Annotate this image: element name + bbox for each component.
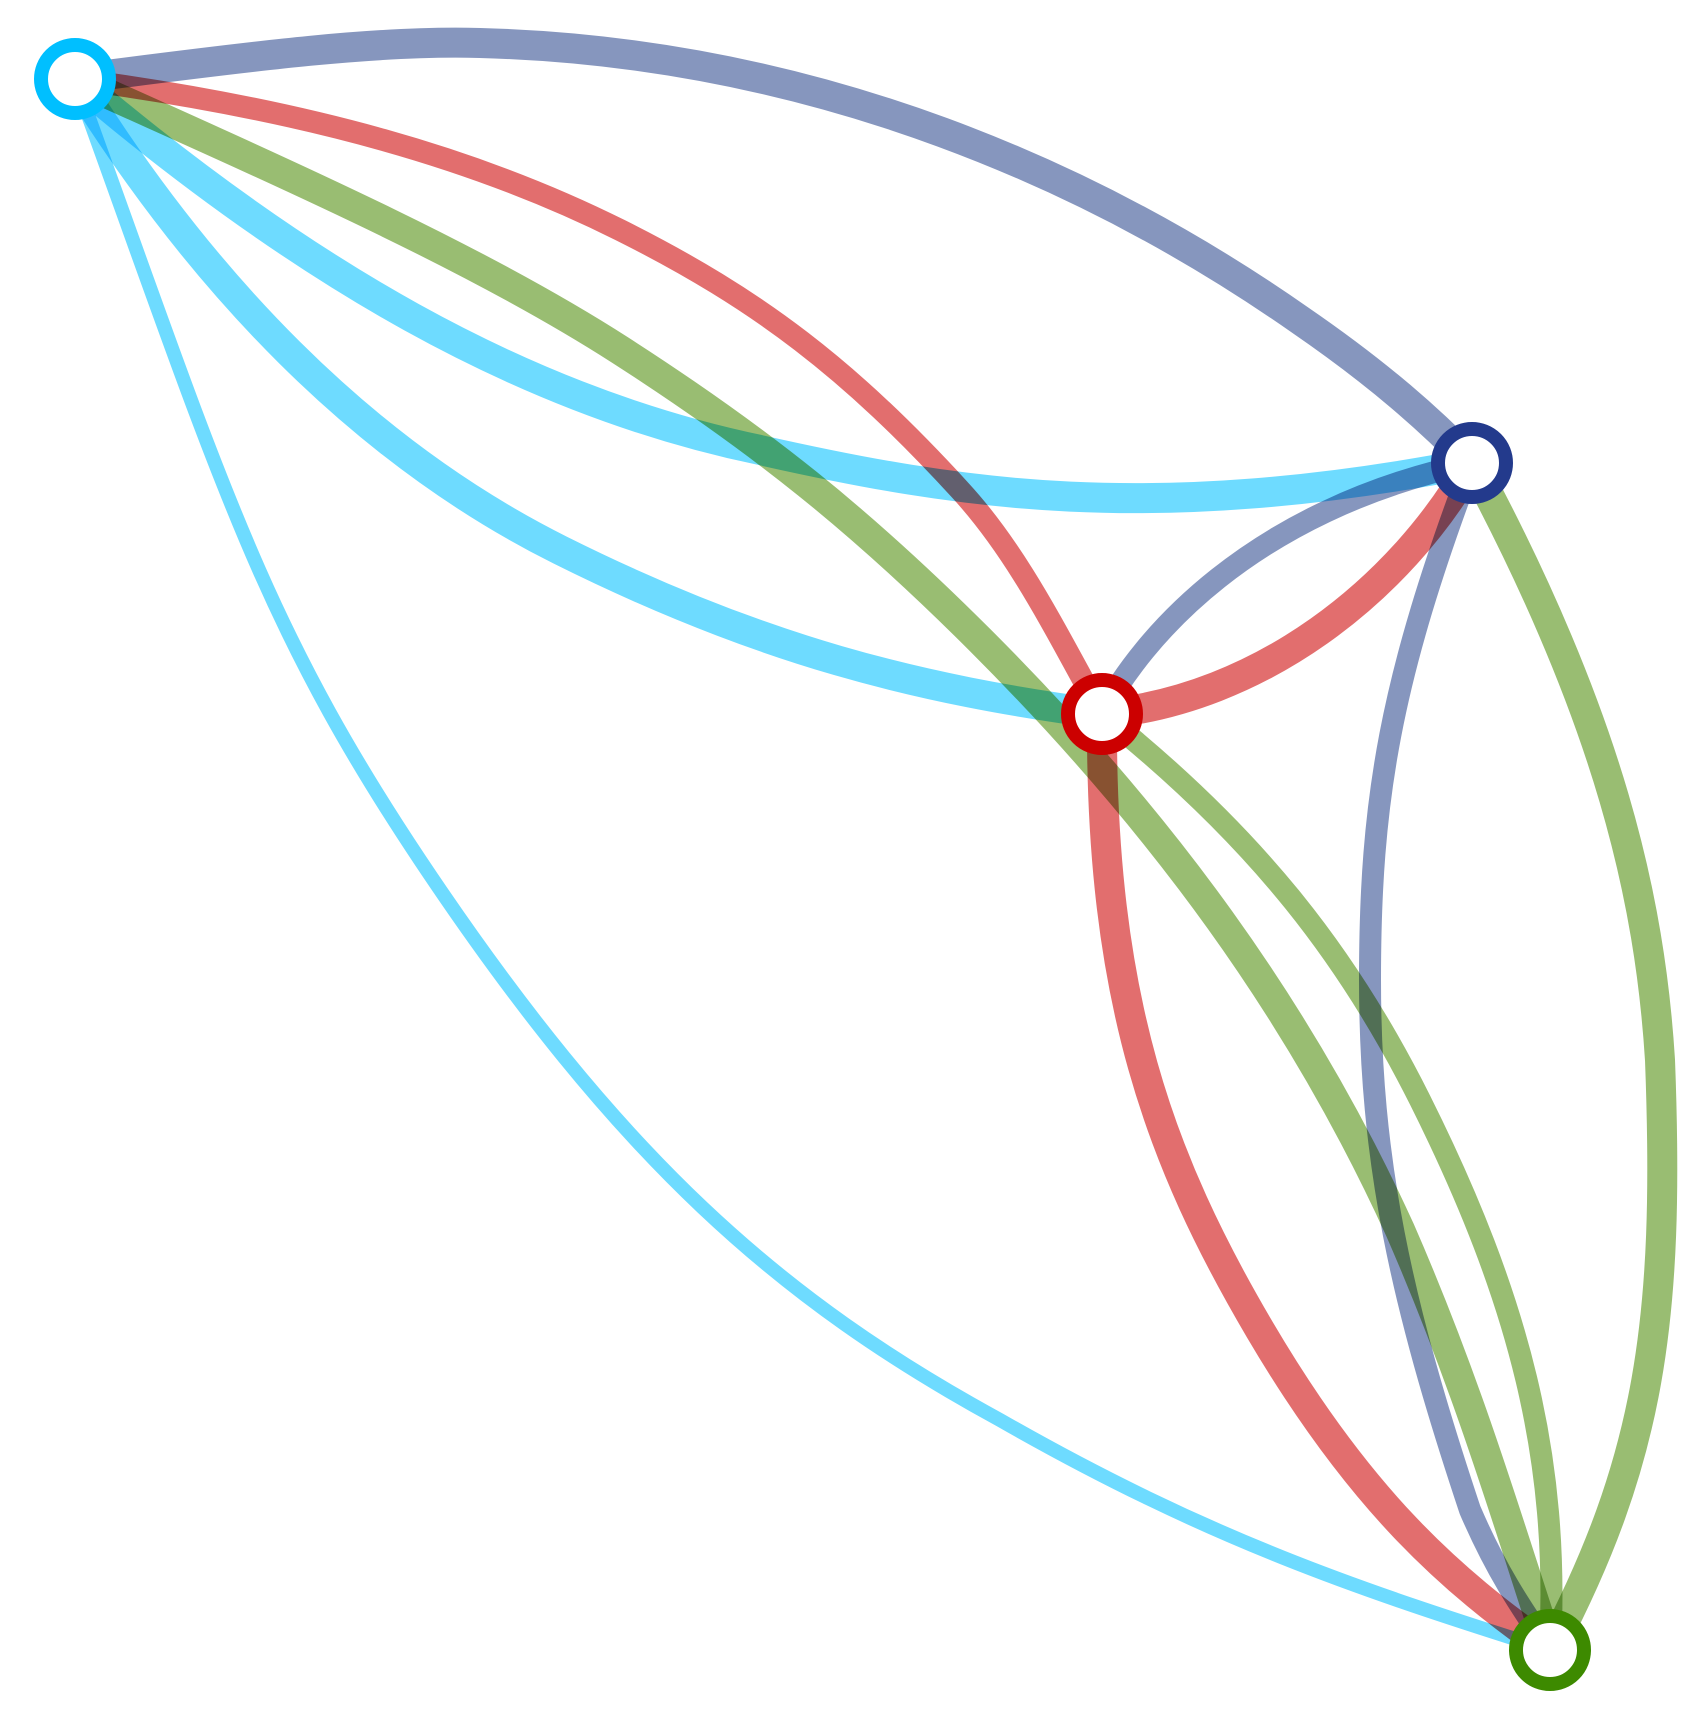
edge-navy-green [1358, 452, 1561, 1661]
edge-cyan-red [64, 68, 1113, 725]
edge-cyan-red [60, 64, 1117, 729]
node-red[interactable] [1061, 673, 1143, 755]
edges-layer [60, 27, 1678, 1665]
edge-cyan-navy [60, 27, 1487, 478]
edge-red-green [1091, 703, 1563, 1661]
node-cyan[interactable] [34, 38, 116, 120]
edge-cyan-green [60, 64, 1565, 1665]
edge-navy-green [1457, 448, 1678, 1665]
edge-cyan-green [68, 72, 1557, 1657]
node-green[interactable] [1509, 1609, 1591, 1691]
edge-red-navy [1087, 448, 1487, 729]
nodes-layer [34, 38, 1591, 1691]
edge-cyan-navy [60, 64, 1487, 514]
edge-red-green [1086, 699, 1565, 1665]
node-navy[interactable] [1431, 422, 1513, 504]
